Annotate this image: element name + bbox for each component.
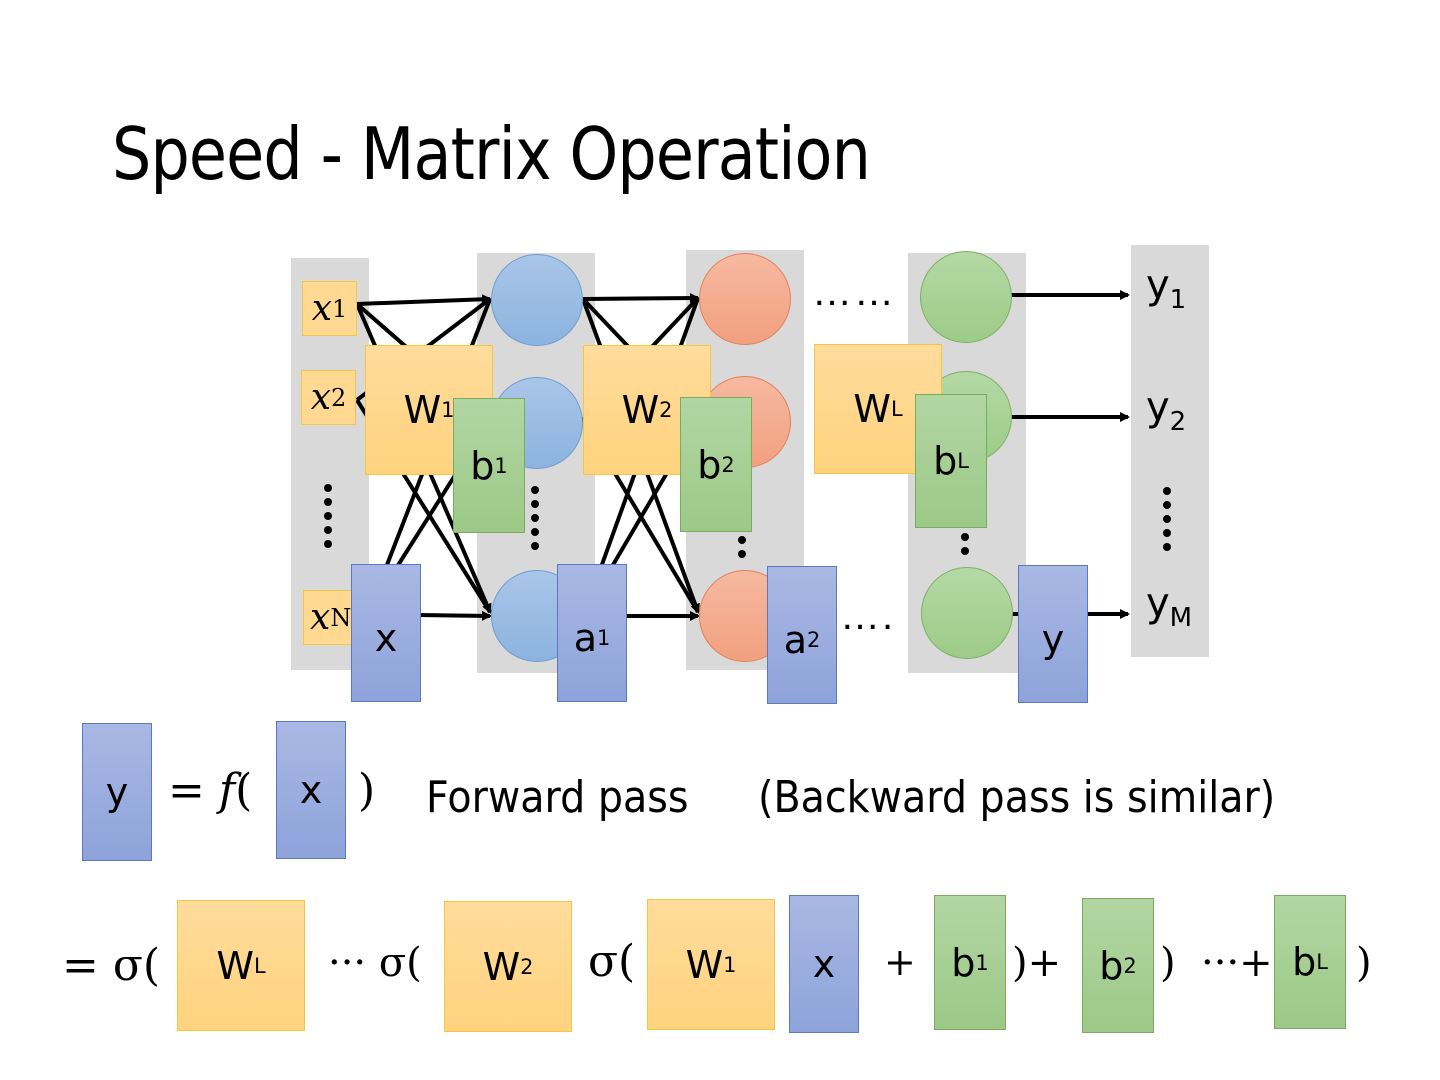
neuron-lL-1 [920,251,1012,343]
vector-x: x [351,564,421,702]
edge [582,293,700,304]
output-y1: y1 [1146,262,1187,315]
neuron-lL-n [921,567,1013,659]
forward-pass-label: Forward pass [426,772,689,823]
eq2-plus: + [884,940,916,984]
eq2-close-dots-plus: ) ···+ [1160,940,1273,986]
input-ellipsis [324,484,332,554]
eq2-close-plus: )+ [1012,940,1062,986]
layer1-ellipsis [531,486,539,556]
output-layer-column [1131,245,1209,657]
neuron-l1-1 [491,254,583,346]
edge [417,610,492,621]
output-ellipsis [1163,487,1171,557]
layer-ellipsis-top: …… [812,270,896,314]
output-yM: yM [1146,580,1193,633]
eq2-vector-x: x [789,895,859,1033]
eq1-equals-f: = f( [168,765,253,816]
eq1-vector-y: y [82,723,152,861]
eq2-dots-sigma: ··· σ( [328,940,422,986]
slide-title: Speed - Matrix Operation [112,112,871,196]
layer2-ellipsis [738,536,746,564]
layer-ellipsis-bottom: …. [840,594,896,638]
eq2-equals-sigma: = σ( [62,940,161,991]
neuron-l2-1 [699,253,791,345]
edge [356,294,492,306]
eq1-close-paren: ) [358,765,376,816]
eq2-sigma: σ( [588,936,636,987]
output-y2: y2 [1146,384,1187,437]
eq2-close-paren: ) [1356,940,1372,986]
eq1-vector-x: x [276,721,346,859]
vector-y: y [1018,565,1088,703]
layerL-ellipsis [961,533,969,561]
backward-pass-note: (Backward pass is similar) [758,772,1276,823]
